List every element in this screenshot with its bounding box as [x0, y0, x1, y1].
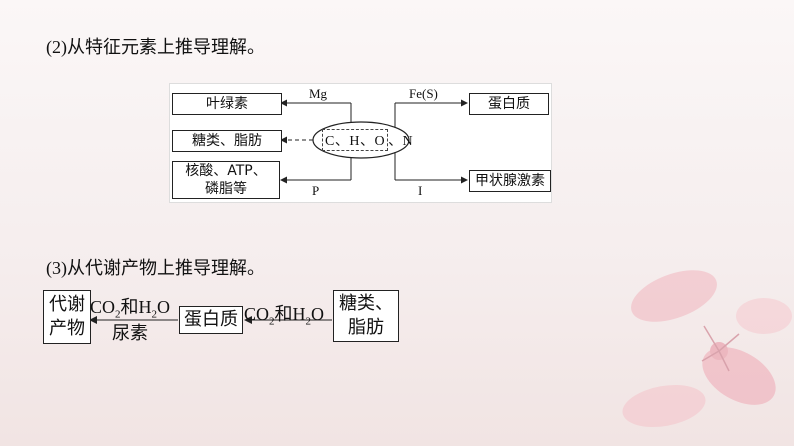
flow-arrows — [89, 316, 332, 324]
diagram-lines — [169, 83, 552, 203]
label-p: P — [312, 183, 320, 198]
box-thyroxine: 甲状腺激素 — [469, 170, 551, 192]
box-nucleic-acid: 核酸、ATP、磷脂等 — [172, 161, 280, 199]
label-i: I — [418, 183, 423, 198]
label-fe: Fe(S) — [409, 86, 438, 101]
box-metabolites: 代谢产物 — [43, 290, 91, 344]
chon-dashed-group: C、H、O — [322, 129, 389, 151]
label-mg: Mg — [309, 86, 328, 101]
metabolite-flow: 代谢产物 CO2和H2O 尿素 蛋白质 CO2和H2O 糖类、脂肪 — [40, 290, 760, 360]
flower-decoration — [622, 270, 792, 428]
element-ellipse-text: C、H、O、N — [322, 129, 413, 151]
box-sugars-flow: 糖类、脂肪 — [333, 290, 399, 342]
nitrogen-label: 、N — [388, 134, 414, 149]
left-products-urea: 尿素 — [112, 323, 148, 343]
box-chlorophyll: 叶绿素 — [172, 93, 282, 115]
box-protein-flow: 蛋白质 — [179, 306, 243, 334]
element-diagram: 叶绿素 糖类、脂肪 核酸、ATP、磷脂等 蛋白质 甲状腺激素 Mg Fe(S) … — [169, 83, 552, 203]
box-sugars-fats: 糖类、脂肪 — [172, 130, 282, 152]
section-2-heading: (2)从特征元素上推导理解。 — [46, 37, 265, 57]
box-protein: 蛋白质 — [469, 93, 549, 115]
section-3-heading: (3)从代谢产物上推导理解。 — [46, 258, 265, 278]
right-products: CO2和H2O — [244, 304, 325, 328]
left-products-top: CO2和H2O — [90, 297, 171, 321]
